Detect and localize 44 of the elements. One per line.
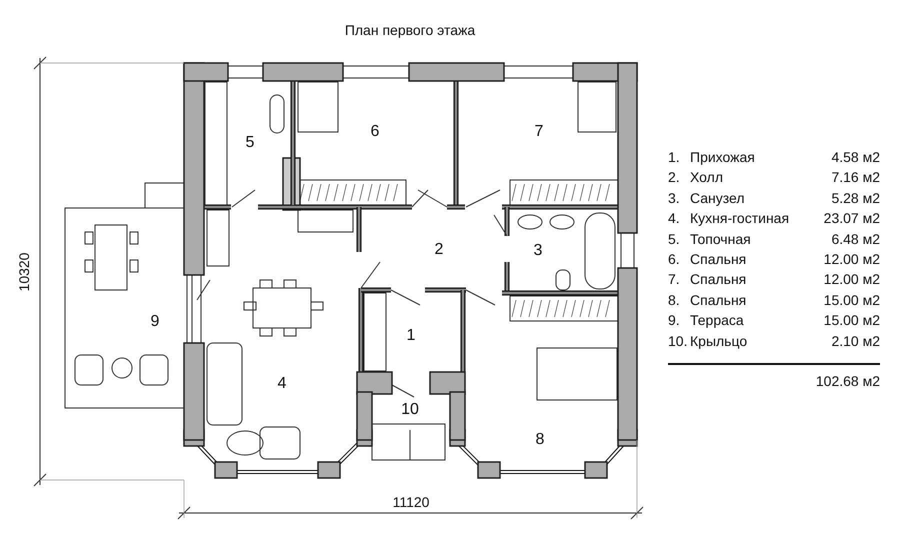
room-number: 1 bbox=[406, 327, 416, 345]
area-value: 7.16 м2 bbox=[831, 169, 880, 186]
room-number: 5 bbox=[246, 134, 254, 152]
room-name: Крыльцо bbox=[690, 332, 748, 349]
row-number: 3. bbox=[668, 190, 680, 206]
area-value: 23.07 м2 bbox=[824, 210, 880, 226]
row-number: 8. bbox=[668, 292, 680, 308]
area-value: 15.00 м2 bbox=[824, 312, 880, 328]
area-value: 15.00 м2 bbox=[824, 292, 880, 308]
total-area: 102.68 м2 bbox=[816, 373, 880, 389]
room-name: Кухня-гостиная bbox=[690, 210, 790, 226]
dimension-label: 10320 bbox=[16, 252, 32, 292]
room-number: 2 bbox=[434, 241, 444, 259]
room-number: 10 bbox=[401, 401, 419, 419]
room-number: 8 bbox=[536, 431, 544, 449]
row-number: 4. bbox=[668, 210, 680, 226]
area-value: 12.00 м2 bbox=[824, 251, 880, 267]
room-number: 3 bbox=[534, 242, 542, 260]
row-number: 6. bbox=[668, 251, 680, 267]
row-number: 5. bbox=[668, 230, 680, 247]
area-value: 6.48 м2 bbox=[831, 230, 880, 247]
area-value: 2.10 м2 bbox=[831, 332, 880, 349]
row-number: 2. bbox=[668, 169, 680, 186]
row-number: 10. bbox=[668, 332, 688, 349]
area-value: 4.58 м2 bbox=[831, 149, 880, 165]
row-number: 1. bbox=[668, 149, 680, 165]
room-name: Спальня bbox=[690, 251, 746, 267]
area-value: 12.00 м2 bbox=[824, 271, 880, 288]
room-name: Санузел bbox=[690, 190, 745, 206]
diagram-title: План первого этажа bbox=[344, 22, 476, 38]
room-number: 4 bbox=[278, 375, 286, 393]
row-number: 7. bbox=[668, 271, 680, 288]
area-value: 5.28 м2 bbox=[831, 190, 880, 206]
room-name: Топочная bbox=[690, 230, 751, 247]
room-name: Спальня bbox=[690, 292, 746, 308]
room-number: 6 bbox=[370, 123, 380, 141]
room-name: Спальня bbox=[690, 271, 746, 288]
room-name: Холл bbox=[690, 169, 723, 186]
row-number: 9. bbox=[668, 312, 680, 328]
room-name: Терраса bbox=[690, 312, 744, 328]
room-name: Прихожая bbox=[690, 149, 755, 165]
room-number: 9 bbox=[150, 313, 160, 331]
room-number: 7 bbox=[534, 123, 544, 141]
dimension-label: 11120 bbox=[392, 494, 430, 510]
